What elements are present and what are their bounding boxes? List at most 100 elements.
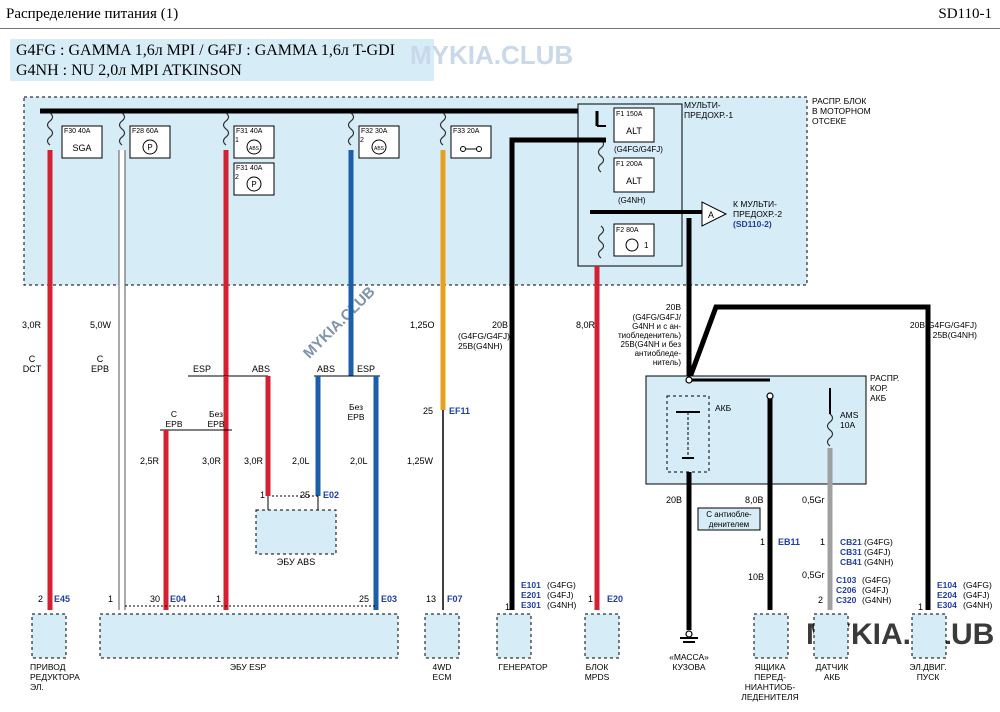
multi-fuse-f2-id: F2 80A xyxy=(616,227,639,234)
esp-ecu-box xyxy=(99,613,399,659)
deicer-tag-box xyxy=(697,507,761,531)
abs-ecu-pin: 1 xyxy=(260,490,265,500)
deicer-wire-spec: 10B xyxy=(748,572,764,582)
connector-a-label: К МУЛЬТИ- xyxy=(733,199,777,209)
junction-block-label: В МОТОРНОМ xyxy=(812,106,871,116)
multi-fuse-label: ПРЕДОХР.-1 xyxy=(684,110,733,120)
deicer-box xyxy=(753,613,789,659)
multi-fuse-f1b-id: F1 200A xyxy=(616,161,643,168)
battery-block-label: АКБ xyxy=(870,393,887,403)
deicer-label: ПЕРЕД- xyxy=(754,672,786,682)
generator-pin: 1 xyxy=(505,602,510,612)
fuse-box xyxy=(233,125,275,159)
ef11-conn: EF11 xyxy=(449,406,470,416)
deicer-tag: С антиобле- xyxy=(706,510,752,519)
wire-tag: C xyxy=(97,354,104,364)
ams-conn-pin: 1 xyxy=(820,537,825,547)
pin-number: 1 xyxy=(588,594,593,604)
wire-spec: 20B(G4FG/G4FJ) xyxy=(910,320,977,330)
pin-conn: E45 xyxy=(54,594,70,604)
branch-wire-spec: 3,0R xyxy=(202,456,222,466)
multi-fuse-f1b-text: ALT xyxy=(626,176,642,186)
wire-note: 25B(G4NH) xyxy=(933,330,978,340)
wire-note: 25B(G4NH и без xyxy=(621,340,682,349)
branch-wire-spec: 3,0R xyxy=(244,456,264,466)
mpds-box xyxy=(584,613,620,659)
fuse-label: F30 40A xyxy=(64,128,91,135)
multi-fuse-f2-icon xyxy=(625,238,639,252)
generator-box xyxy=(496,613,532,659)
fuse-pin: 2 xyxy=(235,174,239,181)
pin-number: 1 xyxy=(216,594,221,604)
wire-note: 25B(G4NH) xyxy=(458,341,503,351)
ground-icon xyxy=(685,630,693,638)
fuse-text: SGA xyxy=(72,143,91,153)
wire-note: антиобледе- xyxy=(635,349,682,358)
fuse-label: F31 40A xyxy=(236,165,263,172)
fuse-symbol-icon xyxy=(371,139,387,155)
ams-conn-engine: (G4FG) xyxy=(864,537,893,547)
eb11-pin: 1 xyxy=(760,537,765,547)
generator-engine: (G4NH) xyxy=(547,600,576,610)
sensor-box xyxy=(813,613,849,659)
fuse-label: F28 60A xyxy=(132,128,159,135)
eb11-conn: EB11 xyxy=(778,537,800,547)
ams-conn-engine: (G4NH) xyxy=(864,557,893,567)
fuse-box xyxy=(450,125,492,159)
branch-wire-spec: 2,0L xyxy=(292,456,310,466)
starter-engine: (G4FJ) xyxy=(963,590,990,600)
multi-fuse-label: МУЛЬТИ- xyxy=(684,100,721,110)
branch-wire-spec: 2,5R xyxy=(140,456,160,466)
pin-number: 25 xyxy=(359,594,369,604)
ef11-pin: 25 xyxy=(423,406,433,416)
fuse-pin: 1 xyxy=(235,137,239,144)
sensor-label: АКБ xyxy=(824,672,841,682)
battery-wire-spec: 0,5Gr xyxy=(802,495,825,505)
ams-sensor-ref: C320 xyxy=(836,595,857,605)
fuse-text: ABS xyxy=(249,146,260,152)
ams-sensor-ref: C103 xyxy=(836,575,857,585)
ams-fuse xyxy=(826,413,834,447)
branch-esp-label: ESP xyxy=(193,364,211,374)
branch-abs-label: ABS xyxy=(317,364,335,374)
ams-fuse-label: 10A xyxy=(840,420,855,430)
junction-block-label: РАСПР. БЛОК xyxy=(812,96,866,106)
generator-ref: E201 xyxy=(521,590,541,600)
header-divider xyxy=(0,28,1000,29)
starter-label: ПУСК xyxy=(917,672,940,682)
fuse-symbol-icon xyxy=(246,139,262,155)
branch-abs-label: ABS xyxy=(252,364,270,374)
ams-sensor-engine: (G4FJ) xyxy=(862,585,889,595)
battery-terminal xyxy=(766,392,774,400)
sensor-label: ДАТЧИК xyxy=(816,662,849,672)
pin-conn: E20 xyxy=(607,594,623,604)
starter-engine: (G4NH) xyxy=(963,600,992,610)
multi-fuse-f1a-note: (G4FG/G4FJ) xyxy=(614,145,663,154)
pin-conn: E03 xyxy=(381,594,397,604)
pin-number: 30 xyxy=(150,594,160,604)
fuse-box xyxy=(129,125,171,159)
wire-spec: 8,0R xyxy=(576,320,596,330)
fuse-4 xyxy=(347,112,355,146)
battery-wire-spec: 20B xyxy=(666,495,682,505)
branch-with-epb: С xyxy=(171,409,177,419)
generator-ref: E101 xyxy=(521,580,541,590)
ams-sensor-ref: C206 xyxy=(836,585,857,595)
starter-label: ЭЛ.ДВИГ. xyxy=(909,662,946,672)
fuse-text: ABS xyxy=(374,146,385,152)
fuse-label: F32 30A xyxy=(361,128,388,135)
battery-block-label: КОР. xyxy=(870,383,888,393)
fuse-1 xyxy=(46,112,54,146)
ams-conn-ref: CB41 xyxy=(840,557,862,567)
ams-conn-ref: CB21 xyxy=(840,537,862,547)
mpds-label: MPDS xyxy=(585,672,610,682)
pin-number: 2 xyxy=(38,594,43,604)
fuse-box xyxy=(358,125,400,159)
connector-a-label: ПРЕДОХР.-2 xyxy=(733,209,782,219)
ams-sensor-pin: 2 xyxy=(818,595,823,605)
ams-fuse-label: AMS xyxy=(840,410,859,420)
multi-fuse-link xyxy=(597,139,605,173)
fuse-pin: 2 xyxy=(360,137,364,144)
mpds-label: БЛОК xyxy=(586,662,609,672)
